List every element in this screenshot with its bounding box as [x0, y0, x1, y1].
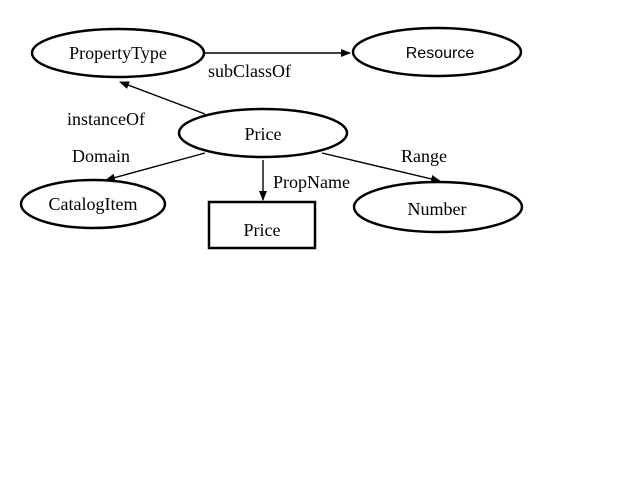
node-price-literal-label: Price	[244, 220, 281, 240]
node-number: Number	[352, 180, 524, 234]
node-price: Price	[177, 107, 349, 159]
node-property-type: PropertyType	[30, 27, 206, 79]
edge-label-subclassof: subClassOf	[208, 61, 291, 81]
node-catalog-item: CatalogItem	[19, 178, 167, 230]
edge-label-instanceof: instanceOf	[67, 109, 145, 129]
edge-label-range: Range	[401, 146, 447, 166]
edge-domain	[105, 152, 206, 182]
node-catalog-item-label: CatalogItem	[49, 194, 138, 214]
edge-range	[321, 152, 441, 183]
node-resource-label: Resource	[406, 45, 475, 62]
node-price-label: Price	[245, 124, 282, 144]
node-property-type-label: PropertyType	[69, 43, 167, 63]
edge-label-domain: Domain	[72, 146, 130, 166]
edge-label-propname: PropName	[273, 172, 350, 192]
node-number-label: Number	[408, 199, 467, 219]
edge-instanceof	[119, 81, 206, 115]
node-price-literal: Price	[207, 200, 317, 250]
node-resource: Resource	[351, 26, 523, 78]
